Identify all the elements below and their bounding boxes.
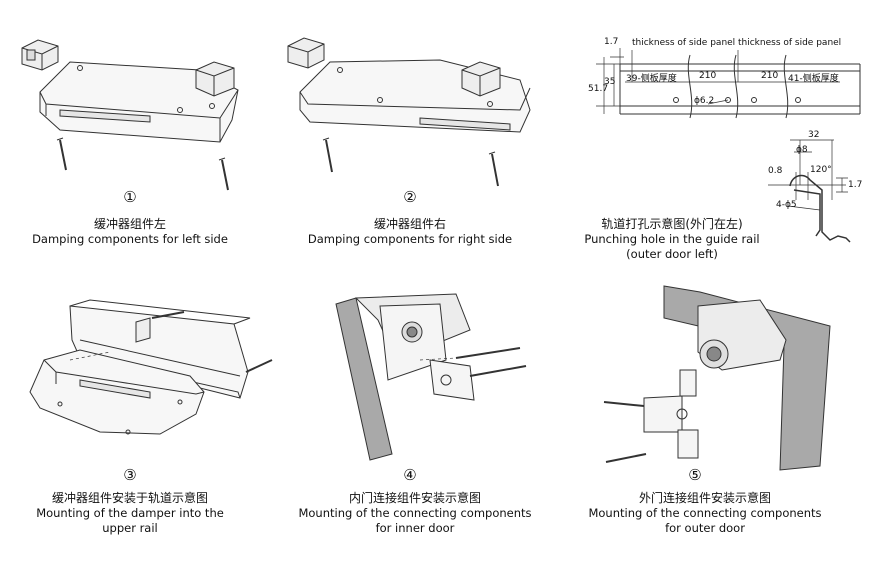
- dim-thickness-right: thickness of side panel: [738, 38, 842, 48]
- dim-41: 41-侧板厚度: [788, 74, 839, 84]
- caption-zh: 缓冲器组件安装于轨道示意图: [51, 491, 208, 505]
- caption-zh: 外门连接组件安装示意图: [638, 491, 771, 505]
- caption-en-1: Mounting of the connecting components: [588, 506, 822, 520]
- dim-210-b: 210: [761, 71, 779, 81]
- damper-right-drawing: [287, 37, 531, 187]
- panel-number-2: ②: [403, 188, 417, 206]
- caption-en-1: Mounting of the connecting components: [298, 506, 532, 520]
- caption-en-2: upper rail: [102, 521, 158, 535]
- caption-en-2: for inner door: [375, 521, 455, 535]
- caption-en: Damping components for right side: [307, 232, 513, 246]
- dim-51-7: 51.7: [588, 84, 609, 94]
- dim-phi6-2: ϕ6.2: [694, 96, 715, 106]
- caption-panel-2: 缓冲器组件右 Damping components for right side: [300, 217, 520, 247]
- caption-panel-5: 外门连接组件安装示意图 Mounting of the connecting c…: [585, 491, 825, 536]
- dim-210-a: 210: [699, 71, 717, 81]
- caption-zh: 缓冲器组件左: [93, 217, 166, 231]
- panel-number-4: ④: [403, 466, 417, 484]
- dim-120: 120°: [810, 165, 832, 175]
- dim-35: 35: [604, 77, 616, 87]
- caption-panel-3: 缓冲器组件安装于轨道示意图 Mounting of the damper int…: [20, 491, 240, 536]
- rail-profile-drawing: [768, 139, 851, 243]
- dim-39: 39-侧板厚度: [626, 74, 677, 84]
- dim-1-7-top: 1.7: [604, 37, 619, 47]
- panel-number-5: ⑤: [688, 466, 702, 484]
- caption-en-1: Mounting of the damper into the: [36, 506, 224, 520]
- rail-punching-drawing: [596, 48, 861, 119]
- damper-left-drawing: [21, 39, 239, 191]
- caption-zh: 内门连接组件安装示意图: [348, 491, 481, 505]
- panel-number-3: ③: [123, 466, 137, 484]
- caption-en-2: (outer door left): [626, 247, 718, 261]
- caption-panel-1: 缓冲器组件左 Damping components for left side: [20, 217, 240, 247]
- inner-door-connector-drawing: [335, 293, 527, 461]
- dim-1-7-side: 1.7: [848, 180, 863, 190]
- dim-phi8: ϕ8: [796, 145, 808, 155]
- caption-en: Damping components for left side: [32, 232, 228, 246]
- damper-into-rail-drawing: [29, 299, 273, 435]
- panel-number-1: ①: [123, 188, 137, 206]
- caption-en-1: Punching hole in the guide rail: [584, 232, 760, 246]
- dim-4phi5: 4-ϕ5: [776, 200, 797, 210]
- caption-en-2: for outer door: [665, 521, 745, 535]
- dim-32: 32: [808, 130, 820, 140]
- caption-zh: 缓冲器组件右: [373, 217, 446, 231]
- dim-thickness-left: thickness of side panel: [632, 38, 736, 48]
- outer-door-connector-drawing: [603, 285, 831, 471]
- caption-zh: 轨道打孔示意图(外门在左): [601, 217, 743, 231]
- dim-0-8: 0.8: [768, 166, 783, 176]
- caption-panel-rail: 轨道打孔示意图(外门在左) Punching hole in the guide…: [572, 217, 772, 262]
- caption-panel-4: 内门连接组件安装示意图 Mounting of the connecting c…: [295, 491, 535, 536]
